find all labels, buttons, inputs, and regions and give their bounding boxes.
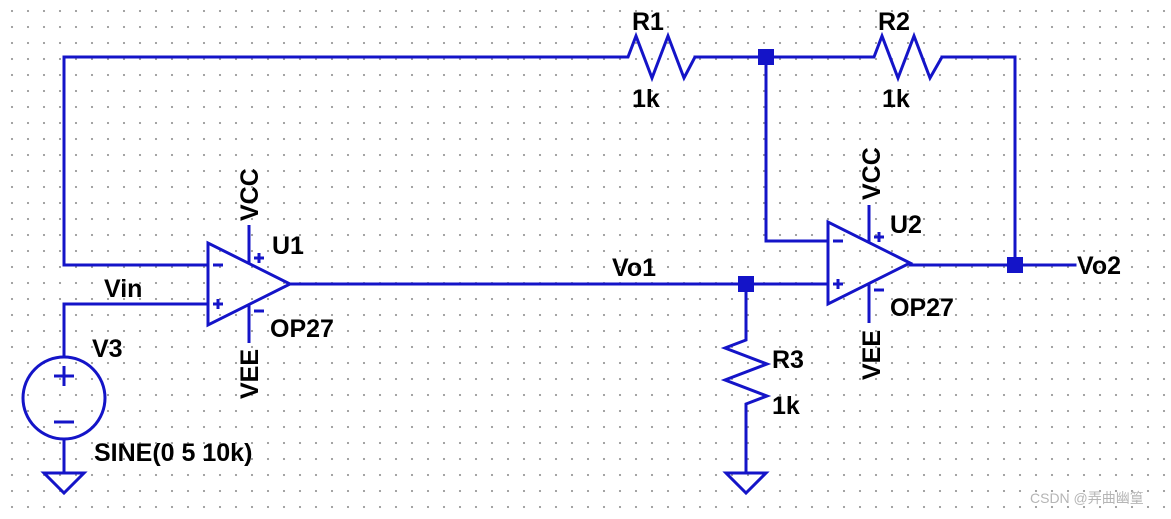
wire-r2-output — [940, 55, 1017, 267]
resistor-r3 — [720, 330, 772, 428]
junction-dot — [758, 49, 774, 65]
junction-dot — [1007, 257, 1023, 273]
u1-label: U1 — [272, 232, 304, 260]
feedback-wire-left — [62, 55, 614, 267]
ground-icon — [40, 471, 88, 496]
u1-vee-label: VEE — [236, 349, 264, 399]
vin-wire — [62, 302, 210, 359]
wires — [62, 55, 1077, 473]
watermark: CSDN @弄曲幽篁 — [1030, 490, 1144, 506]
net-label-vo2: Vo2 — [1077, 252, 1121, 280]
u1-model: OP27 — [270, 315, 334, 343]
r2-value: 1k — [882, 85, 910, 113]
u2-label: U2 — [890, 211, 922, 239]
wire-node-u2-inverting — [764, 55, 830, 243]
resistor-r1 — [612, 31, 697, 83]
ground-icon — [722, 471, 770, 496]
u2-model: OP27 — [890, 294, 954, 322]
opamp-u1 — [206, 225, 294, 343]
net-label-vin: Vin — [104, 275, 142, 303]
voltage-source-v3 — [21, 355, 107, 441]
net-label-vo1: Vo1 — [612, 254, 656, 282]
r1-label: R1 — [632, 8, 664, 36]
r1-value: 1k — [632, 85, 660, 113]
v3-label: V3 — [92, 335, 123, 363]
junction-dot — [738, 276, 754, 292]
u2-vcc-label: VCC — [858, 147, 886, 200]
opamp-u2 — [826, 205, 914, 323]
r3-value: 1k — [772, 392, 800, 420]
u1-vcc-label: VCC — [236, 168, 264, 221]
r3-label: R3 — [772, 346, 804, 374]
u2-vee-label: VEE — [858, 330, 886, 380]
r2-label: R2 — [878, 8, 910, 36]
resistor-r2 — [858, 31, 944, 83]
v3-value: SINE(0 5 10k) — [94, 439, 252, 467]
